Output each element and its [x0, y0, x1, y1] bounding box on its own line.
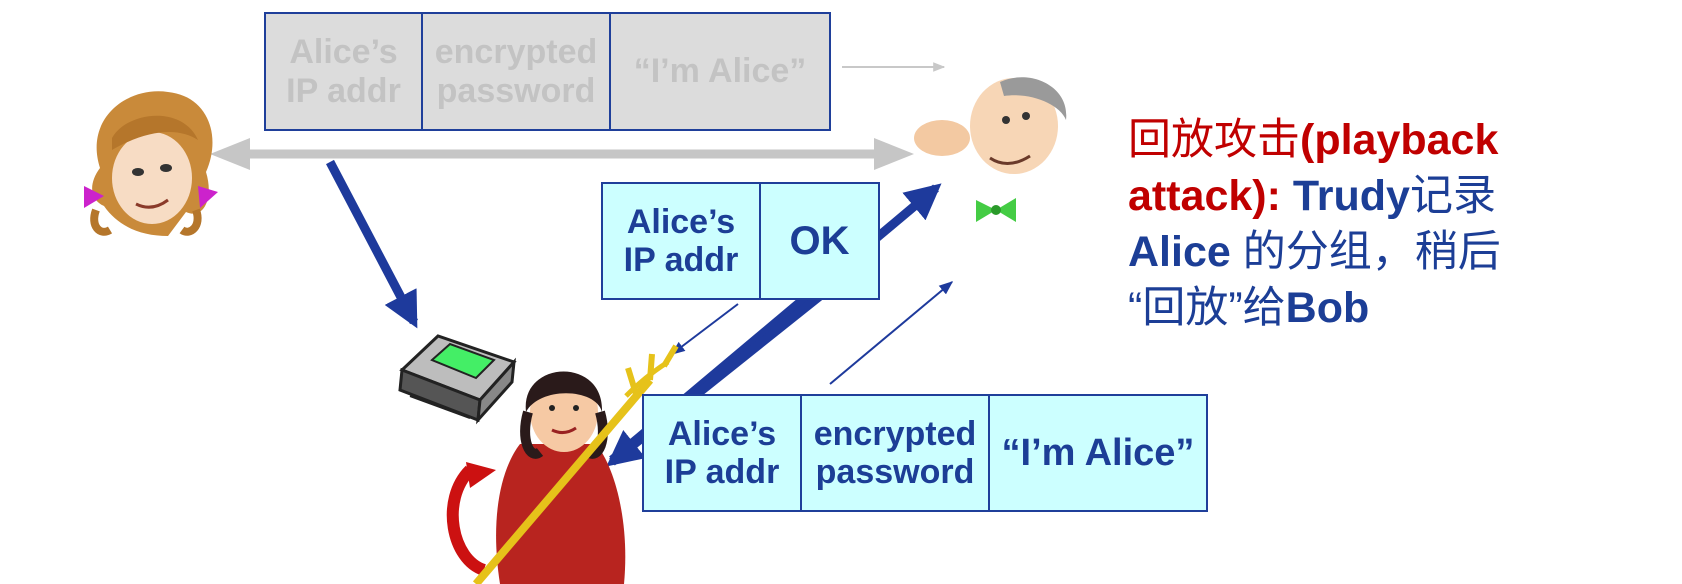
caption-packet-cn: 的分组，稍后	[1230, 228, 1501, 276]
replayed-message-cell: “I’m Alice”	[1001, 431, 1195, 474]
alice-icon	[84, 91, 218, 236]
replay-to-bob-arrow	[829, 281, 954, 385]
caption-title-en: (playback	[1300, 116, 1499, 164]
ok-to-trudy-arrow	[670, 303, 739, 355]
caption-bob: Bob	[1285, 284, 1370, 332]
replayed-ip-cell: Alice’s IP addr	[644, 396, 802, 510]
recorded-ip-cell: Alice’s IP addr	[266, 14, 423, 129]
replayed-packet: Alice’s IP addr encrypted password “I’m …	[642, 394, 1208, 512]
record-arrow	[326, 159, 418, 329]
caption-title-cn: 回放攻击	[1128, 116, 1300, 164]
caption-attack-label: attack):	[1128, 172, 1281, 220]
caption-record-cn: 记录	[1409, 172, 1496, 220]
alice-bob-channel-arrow	[210, 138, 914, 170]
ok-packet: Alice’s IP addr OK	[601, 182, 880, 300]
recorded-message-cell: “I’m Alice”	[633, 52, 807, 91]
trudy-icon	[446, 344, 679, 584]
playback-attack-caption: 回放攻击(playback attack): Trudy记录 Alice 的分组…	[1128, 112, 1668, 336]
caption-alice: Alice	[1128, 228, 1231, 276]
recorded-packet: Alice’s IP addr encrypted password “I’m …	[264, 12, 831, 131]
ok-cell: OK	[789, 218, 850, 263]
replayed-password-cell: encrypted password	[802, 396, 990, 510]
caption-trudy: Trudy	[1280, 172, 1410, 220]
caption-line-2: attack): Trudy记录	[1128, 168, 1668, 224]
caption-line-3: Alice 的分组，稍后	[1128, 224, 1668, 280]
caption-replay-cn: “回放”给	[1128, 284, 1286, 332]
caption-line-4: “回放”给Bob	[1128, 280, 1668, 336]
ok-ip-cell: Alice’s IP addr	[603, 184, 761, 298]
recorder-icon	[398, 334, 517, 425]
caption-line-1: 回放攻击(playback	[1128, 112, 1668, 168]
recorded-password-cell: encrypted password	[423, 14, 611, 129]
bob-icon	[914, 77, 1067, 222]
